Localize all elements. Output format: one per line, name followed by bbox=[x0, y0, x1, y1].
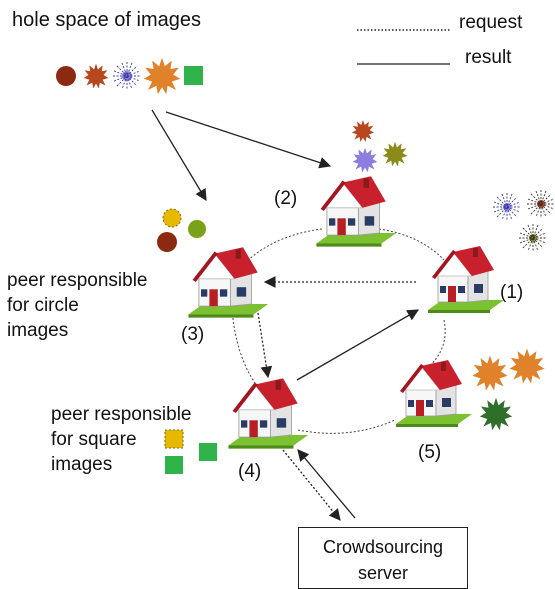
violet-spiky-image-p2 bbox=[352, 147, 378, 173]
green-square-image bbox=[184, 66, 203, 85]
olive-circle-image bbox=[188, 220, 206, 238]
green-spiky-image-p5 bbox=[479, 397, 513, 431]
overlay-ring bbox=[231, 228, 446, 434]
rust-spiky-image-p2 bbox=[351, 119, 375, 143]
peer-label-3: (3) bbox=[181, 324, 205, 345]
orange-spiky-image bbox=[143, 57, 181, 95]
peer-label-2: (2) bbox=[274, 188, 298, 209]
peer2-images bbox=[351, 119, 408, 173]
green-square-image-p4a bbox=[199, 443, 217, 461]
server-line-1: Crowdsourcing bbox=[322, 537, 444, 557]
square-note-line-2: for square bbox=[51, 429, 137, 450]
request-p4-to-server bbox=[282, 449, 341, 521]
server-line-2: server bbox=[357, 563, 408, 583]
circle-peer-note: peer responsible for circle images bbox=[7, 268, 147, 343]
legend-request-label: request bbox=[459, 12, 523, 33]
square-note-line-3: images bbox=[51, 454, 113, 475]
brown-circle-image bbox=[56, 66, 76, 86]
brown-circle-image-p3 bbox=[157, 232, 177, 252]
circle-note-line-1: peer responsible bbox=[7, 270, 148, 291]
green-square-image-p4b bbox=[165, 456, 183, 474]
legend-result-label: result bbox=[465, 47, 512, 68]
square-note-line-1: peer responsible bbox=[51, 404, 192, 425]
house-peer-5 bbox=[395, 359, 473, 428]
peer1-images bbox=[492, 189, 555, 253]
orange-spiky-image-p5b bbox=[509, 348, 545, 384]
house-peer-3 bbox=[187, 246, 269, 319]
peer-label-5: (5) bbox=[418, 442, 442, 463]
peer-label-1: (1) bbox=[500, 282, 524, 303]
rust-spiky-image bbox=[83, 63, 109, 89]
peer4-images bbox=[164, 429, 217, 474]
peer5-images bbox=[472, 348, 545, 431]
circle-note-line-2: for circle bbox=[7, 295, 79, 316]
circle-note-line-3: images bbox=[7, 320, 69, 341]
arrows bbox=[151, 109, 420, 521]
peer3-images bbox=[157, 208, 206, 252]
arrow-source-to-p3 bbox=[151, 109, 207, 202]
violet-burst-image bbox=[112, 61, 142, 91]
house-peer-1 bbox=[427, 245, 505, 314]
diagram-title: hole space of images bbox=[12, 9, 202, 31]
orange-spiky-image-p5a bbox=[472, 355, 508, 391]
request-p3-to-p4 bbox=[257, 312, 273, 379]
peer-label-4: (4) bbox=[238, 461, 262, 482]
image-space-row bbox=[56, 57, 203, 95]
arrow-source-to-p2 bbox=[165, 111, 332, 169]
house-peer-2 bbox=[315, 175, 397, 248]
result-p4-to-p1 bbox=[296, 309, 420, 381]
yellow-dashed-circle-image bbox=[162, 208, 182, 228]
square-peer-note: peer responsible for square images bbox=[51, 402, 191, 477]
house-peer-4 bbox=[227, 377, 309, 450]
olive-spiky-image-p2 bbox=[382, 141, 408, 167]
result-server-to-p4 bbox=[297, 449, 356, 519]
crowdsourcing-server-box: Crowdsourcing server bbox=[298, 527, 468, 589]
yellow-dashed-square-image bbox=[164, 429, 184, 449]
